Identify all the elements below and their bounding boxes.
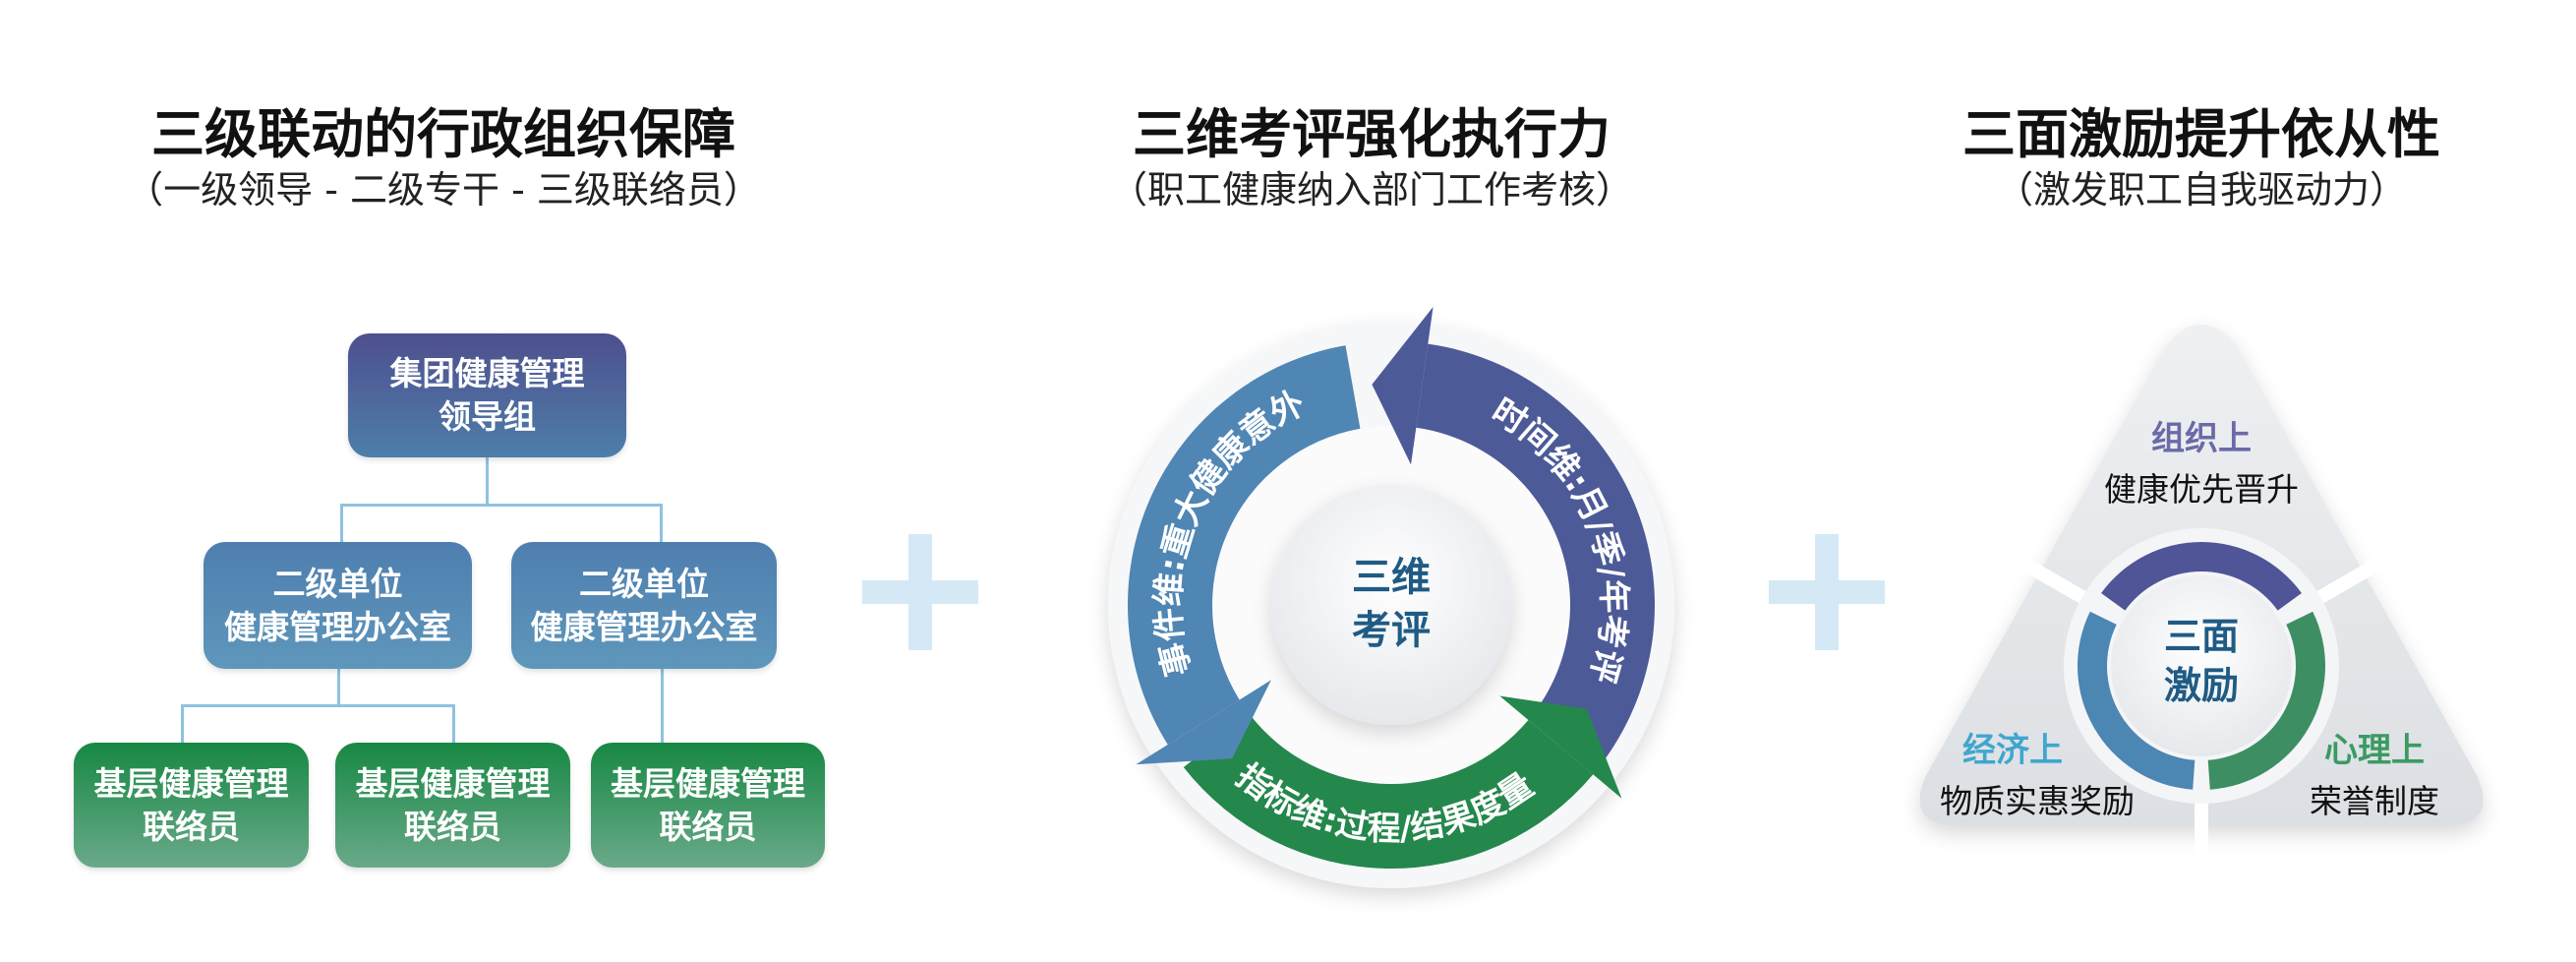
cycle-segment <box>1128 345 1361 746</box>
org-box-liaison: 基层健康管理 联络员 <box>591 743 825 868</box>
incentive-ring-segment <box>2101 542 2302 611</box>
box-line: 领导组 <box>439 397 536 436</box>
connector <box>337 669 340 706</box>
section-subtitle-incentive: （激发职工自我驱动力） <box>1995 168 2408 211</box>
box-line: 基层健康管理 <box>93 763 289 803</box>
box-line: 健康管理办公室 <box>224 607 451 646</box>
incentive-item-psychological: 心理上 荣誉制度 <box>2227 723 2522 822</box>
arrowhead-icon <box>1499 695 1622 799</box>
box-line: 二级单位 <box>579 564 709 603</box>
section-title-incentive: 三面激励提升依从性 <box>1962 103 2440 165</box>
cycle-segment <box>1183 715 1594 869</box>
section-title-evaluation: 三维考评强化执行力 <box>1133 103 1610 165</box>
box-line: 联络员 <box>659 807 757 846</box>
section-subtitle-evaluation: （职工健康纳入部门工作考核） <box>1109 168 1634 211</box>
org-box-liaison: 基层健康管理 联络员 <box>335 743 570 868</box>
arrowhead-icon <box>1136 680 1271 765</box>
connector <box>340 504 343 543</box>
org-box-secondary-office: 二级单位 健康管理办公室 <box>204 542 472 669</box>
box-line: 基层健康管理 <box>355 763 551 803</box>
org-box-leadership-group: 集团健康管理 领导组 <box>348 333 626 457</box>
connector <box>340 504 663 507</box>
incentive-text: 健康优先晋升 <box>2104 470 2299 509</box>
connector <box>181 704 184 744</box>
box-line: 联络员 <box>404 807 501 846</box>
connector <box>486 457 489 505</box>
connector <box>660 504 663 543</box>
box-line: 集团健康管理 <box>389 354 585 392</box>
box-line: 健康管理办公室 <box>530 607 758 646</box>
cycle-segment <box>1416 343 1655 760</box>
arrowhead-icon <box>1372 306 1434 465</box>
incentive-triangle <box>1686 325 2576 961</box>
connector <box>661 669 664 744</box>
section-subtitle-org: （一级领导 - 二级专干 - 三级联络员） <box>126 168 761 211</box>
box-line: 二级单位 <box>272 564 403 603</box>
incentive-center <box>2111 575 2292 756</box>
incentive-text: 物质实惠奖励 <box>1940 782 2135 820</box>
connector <box>181 704 455 707</box>
incentive-ring-segment <box>2207 611 2325 790</box>
center-line: 激励 <box>2163 664 2239 707</box>
org-box-liaison: 基层健康管理 联络员 <box>74 743 309 868</box>
center-line: 三维 <box>1352 555 1431 600</box>
center-line: 考评 <box>1352 608 1431 653</box>
incentive-text: 荣誉制度 <box>2310 782 2439 820</box>
incentive-center-label: 三面 激励 <box>2103 612 2300 710</box>
cycle-center-label: 三维 考评 <box>1273 551 1509 657</box>
incentive-ring-segment <box>2078 611 2195 790</box>
incentive-heading: 组织上 <box>2151 419 2252 458</box>
incentive-item-organization: 组织上 健康优先晋升 <box>2054 411 2349 511</box>
box-line: 基层健康管理 <box>611 763 805 803</box>
incentive-heading: 经济上 <box>1962 731 2063 770</box>
center-line: 三面 <box>2163 615 2239 658</box>
org-box-secondary-office: 二级单位 健康管理办公室 <box>511 542 777 669</box>
connector <box>452 704 455 744</box>
cycle-center <box>1271 485 1511 725</box>
box-line: 联络员 <box>143 807 240 846</box>
incentive-item-economic: 经济上 物质实惠奖励 <box>1890 723 2185 822</box>
section-title-org: 三级联动的行政组织保障 <box>151 103 735 165</box>
incentive-heading: 心理上 <box>2324 731 2425 770</box>
